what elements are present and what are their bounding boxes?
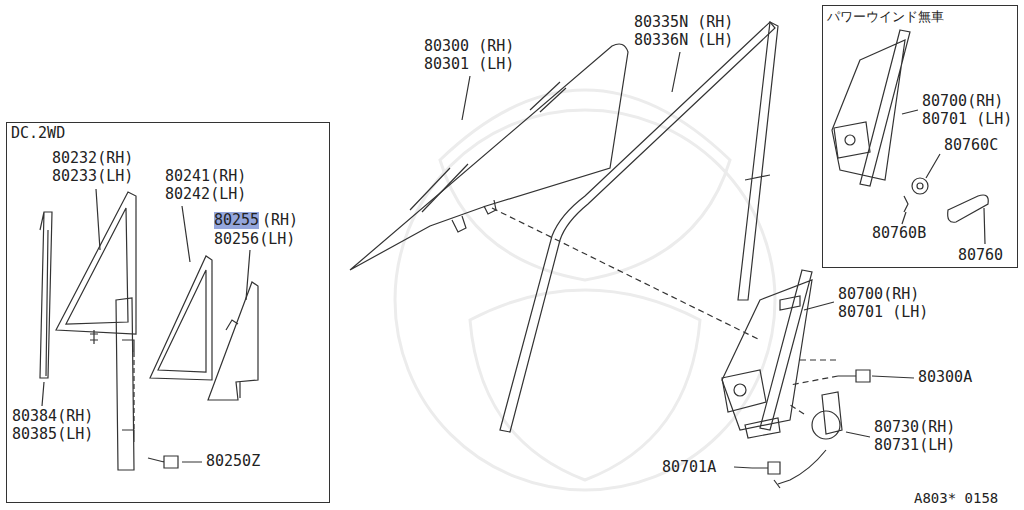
callout-number: 80232(RH) [52, 150, 133, 167]
callout-number: 80760B [872, 225, 926, 242]
handle-80760 [948, 195, 989, 222]
callout-number: 80701 (LH) [922, 111, 1012, 128]
callout-number: A803* 0158 [914, 490, 998, 507]
callout-number: 80242(LH) [165, 186, 246, 203]
callout-number: 80336N (LH) [634, 32, 733, 49]
watermark-face [470, 290, 700, 480]
inset-heading: パワーウインド無車 [823, 6, 948, 27]
clip-80760B [904, 196, 908, 212]
callout-number: 80301 (LH) [424, 56, 514, 73]
manual-regulator [832, 30, 910, 186]
bolt-80300A [838, 370, 870, 382]
washer-80760C [912, 178, 928, 194]
callout-number: 80384(RH) [12, 408, 93, 425]
callout-number: 80701 (LH) [838, 304, 928, 321]
callout-number: 80760C [944, 137, 998, 154]
motor-wire [774, 450, 826, 488]
callout-number: 80256(LH) [214, 231, 295, 248]
callout-number: 80300A [918, 369, 972, 386]
regulator-bracket [745, 296, 800, 438]
callout-number: 80730(RH) [874, 419, 955, 436]
vent-frame [56, 192, 136, 334]
callout-number: 80700(RH) [838, 286, 919, 303]
callout-number: 80385(LH) [12, 426, 93, 443]
bolt-80250Z [133, 352, 134, 430]
inset-heading: DC.2WD [7, 123, 69, 144]
callout-number: 80250Z [206, 453, 260, 470]
callout-number: 80335N (RH) [634, 14, 733, 31]
line-work [40, 22, 988, 488]
highlighted-callout: 80255 [214, 212, 259, 229]
callout-number: 80701A [662, 459, 716, 476]
manual-regulator-gear [834, 122, 870, 158]
watermark-ring [395, 110, 775, 490]
callout-number: 80241(RH) [165, 168, 246, 185]
install-line [492, 208, 838, 414]
callout-number: 80700(RH) [922, 93, 1003, 110]
division-strip [40, 212, 52, 378]
regulator-motor [812, 392, 842, 439]
bolt-80250Z-head [148, 456, 178, 468]
door-glass [350, 44, 628, 270]
regulator-gear [722, 370, 766, 412]
glass-clip [452, 200, 496, 232]
run-channel-rear [738, 22, 778, 300]
vent-glass [208, 282, 258, 400]
watermark [395, 90, 775, 490]
bolt-80701A [752, 462, 780, 474]
watermark-helmet [440, 90, 730, 280]
window-regulator [722, 270, 812, 430]
callout-number: (RH) [262, 212, 298, 229]
callout-number: 80731(LH) [874, 437, 955, 454]
vent-bolt [90, 330, 98, 344]
callout-number: 80233(LH) [52, 168, 133, 185]
run-channel [500, 22, 775, 432]
callout-number: 80760 [958, 247, 1003, 264]
callout-number: 80300 (RH) [424, 38, 514, 55]
glass-reflection [410, 82, 566, 212]
leader-line [42, 52, 985, 468]
vent-seal [150, 256, 212, 380]
division-bar [116, 298, 134, 470]
